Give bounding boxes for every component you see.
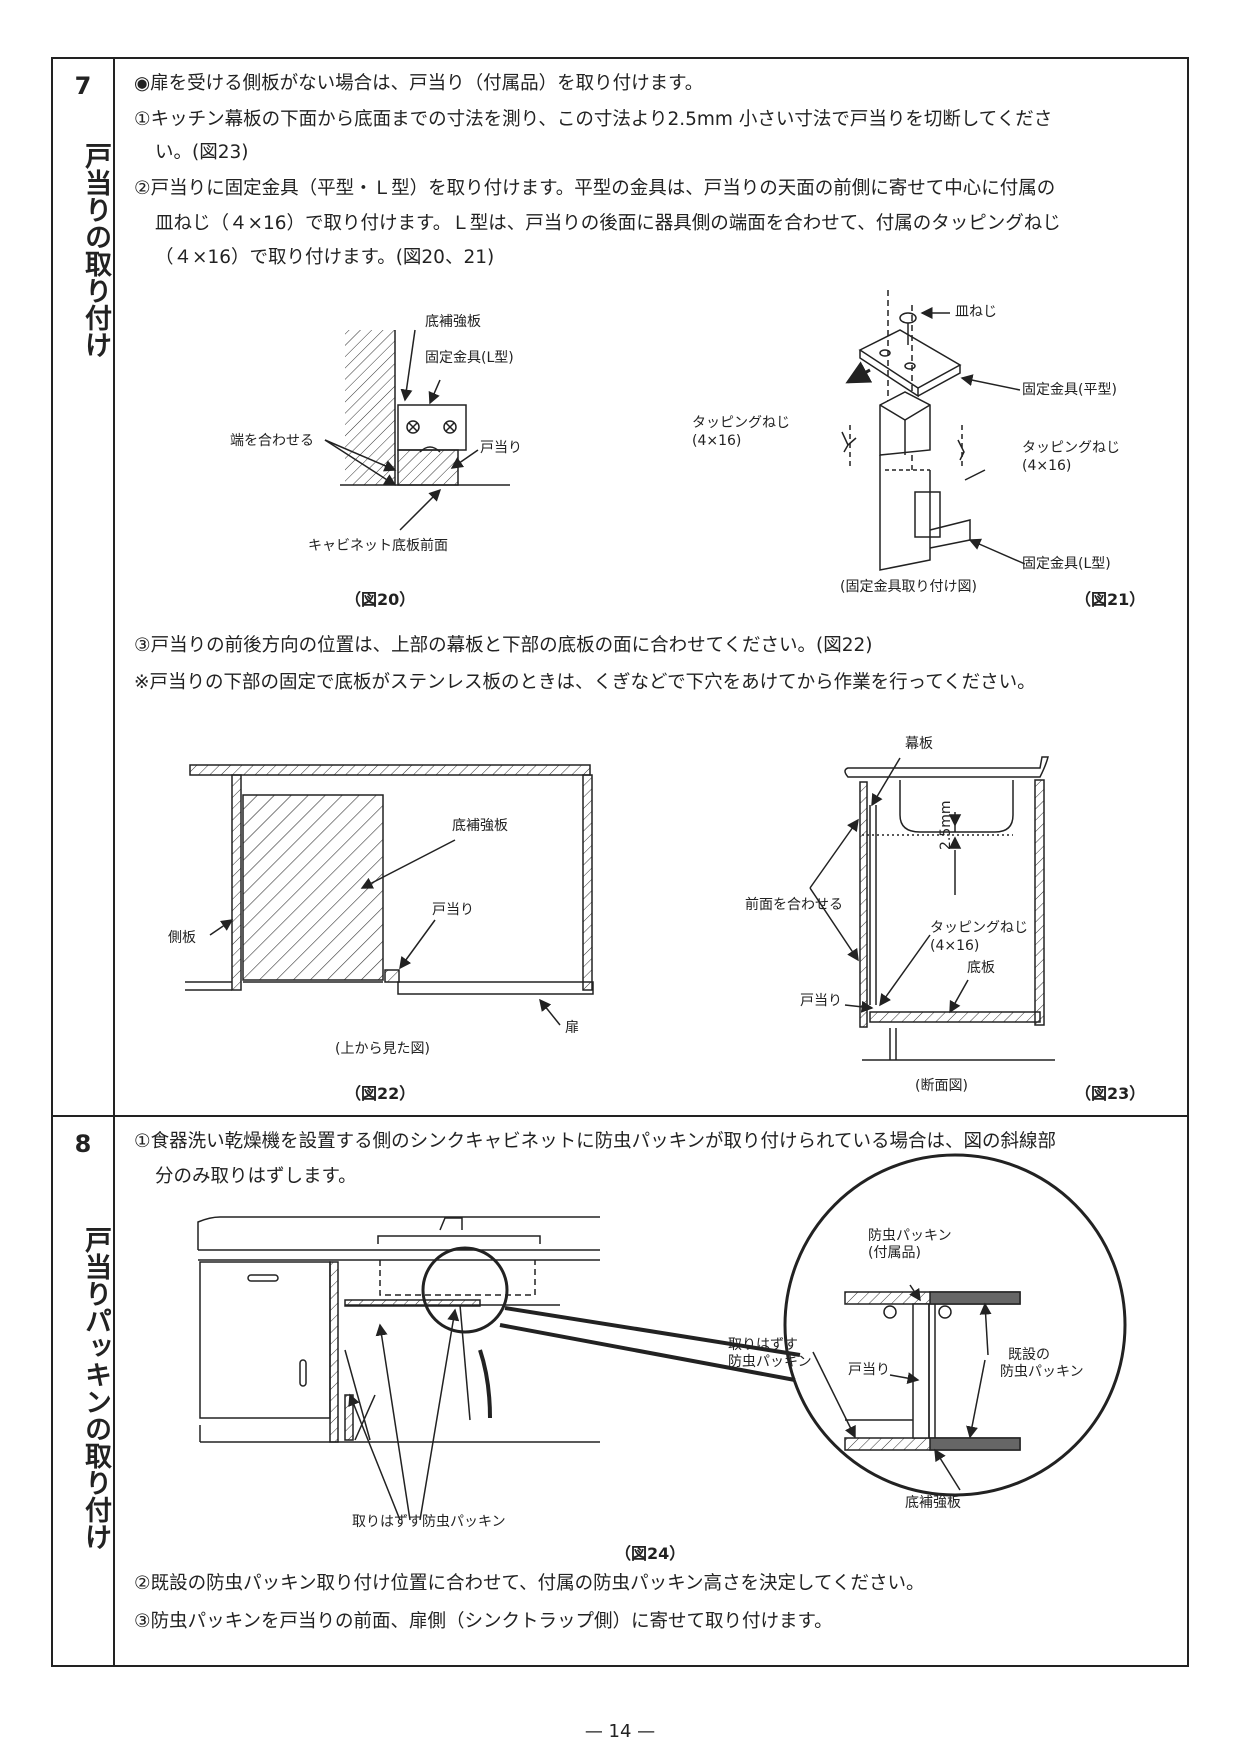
s7-line-4: ②戸当りに固定金具（平型・Ｌ型）を取り付けます。平型の金具は、戸当りの天面の前側…: [134, 178, 1056, 199]
s7-line-2: ①キッチン幕板の下面から底面までの寸法を測り、この寸法より2.5mm 小さい寸法…: [134, 109, 1053, 130]
fig21-label-hira: 固定金具(平型): [1022, 382, 1117, 398]
s7-line-3: い。(図23): [155, 142, 249, 163]
fig24-label-packing-2: (付属品): [868, 1245, 921, 1261]
fig24-caption: （図24）: [615, 1544, 686, 1563]
fig24-label-kisetsu-2: 防虫パッキン: [1000, 1364, 1084, 1380]
fig23-label-tap: タッピングねじ: [930, 920, 1028, 936]
figure-21: [841, 290, 1026, 571]
s7-line-1: ◉扉を受ける側板がない場合は、戸当り（付属品）を取り付けます。: [134, 73, 704, 94]
fig20-label-cabinet: キャビネット底板前面: [308, 538, 448, 554]
fig20-label-toatari: 戸当り: [480, 440, 522, 456]
s8-line-1: ①食器洗い乾燥機を設置する側のシンクキャビネットに防虫パッキンが取り付けられてい…: [134, 1131, 1056, 1152]
fig21-label-tap-left: タッピングねじ: [692, 415, 790, 431]
fig21-label-tap-right-size: (4×16): [1022, 458, 1072, 474]
fig21-label-sara: 皿ねじ: [955, 304, 997, 320]
section-7-number: 7: [74, 72, 92, 100]
section-divider: [51, 1115, 1189, 1117]
figure-20: [324, 329, 510, 531]
fig24-label-remove: 取りはずす防虫パッキン: [352, 1514, 506, 1530]
fig24-label-toatari: 戸当り: [848, 1362, 890, 1378]
fig21-caption: （図21）: [1075, 590, 1146, 609]
fig23-label-zenmen: 前面を合わせる: [745, 897, 843, 913]
s7-line-6: （４×16）で取り付けます。(図20、21): [155, 247, 495, 268]
fig20-label-hashi: 端を合わせる: [230, 433, 314, 449]
fig23-label-makuita: 幕板: [905, 736, 933, 752]
fig24-label-soko: 底補強板: [905, 1495, 961, 1511]
s7-line-8: ※戸当りの下部の固定で底板がステンレス板のときは、くぎなどで下穴をあけてから作業…: [134, 672, 1036, 693]
fig22-caption: （図22）: [345, 1084, 416, 1103]
section-8-number: 8: [74, 1130, 92, 1158]
fig21-label-tap-right: タッピングねじ: [1022, 440, 1120, 456]
fig20-caption: （図20）: [345, 590, 416, 609]
s8-line-3: ②既設の防虫パッキン取り付け位置に合わせて、付属の防虫パッキン高さを決定してくだ…: [134, 1573, 925, 1594]
fig23-label-toatari: 戸当り: [800, 993, 842, 1009]
fig20-label-soko: 底補強板: [425, 314, 481, 330]
fig22-label-tobira: 扉: [565, 1020, 579, 1036]
fig24-label-torihazusu-1: 取りはずす: [728, 1337, 798, 1353]
fig20-label-kanagu: 固定金具(L型): [425, 350, 514, 366]
section-7-title: 戸当りの取り付け: [80, 142, 111, 358]
fig23-caption: （図23）: [1075, 1084, 1146, 1103]
figure-22: [185, 764, 594, 1026]
fig21-label-l: 固定金具(L型): [1022, 556, 1111, 572]
fig23-label-sokoita: 底板: [967, 960, 995, 976]
fig24-label-torihazusu-2: 防虫パッキン: [728, 1354, 812, 1370]
figure-23: [809, 756, 1055, 1061]
fig24-label-kisetsu-1: 既設の: [1008, 1347, 1050, 1363]
s8-line-2: 分のみ取りはずします。: [155, 1166, 357, 1187]
fig23-label-dim: 2.5mm: [938, 800, 954, 850]
fig22-subcaption: (上から見た図): [335, 1041, 430, 1057]
page-frame: [51, 57, 1189, 1667]
figure-24: [197, 1153, 1127, 1521]
fig22-label-toatari: 戸当り: [432, 902, 474, 918]
s8-line-4: ③防虫パッキンを戸当りの前面、扉側（シンクトラップ側）に寄せて取り付けます。: [134, 1611, 833, 1632]
column-divider: [113, 57, 115, 1667]
section-8-title: 戸当りパッキンの取り付け: [80, 1226, 111, 1550]
fig21-label-tap-left-size: (4×16): [692, 433, 742, 449]
page-number: — 14 —: [584, 1721, 656, 1742]
fig23-subcaption: (断面図): [915, 1078, 968, 1094]
fig24-label-packing-1: 防虫パッキン: [868, 1228, 952, 1244]
fig23-label-tap-size: (4×16): [930, 938, 980, 954]
s7-line-5: 皿ねじ（４×16）で取り付けます。Ｌ型は、戸当りの後面に器具側の端面を合わせて、…: [155, 213, 1061, 234]
s7-line-7: ③戸当りの前後方向の位置は、上部の幕板と下部の底板の面に合わせてください。(図2…: [134, 635, 873, 656]
fig22-label-soko: 底補強板: [452, 818, 508, 834]
fig22-label-sokuban: 側板: [168, 930, 196, 946]
fig21-subcaption: (固定金具取り付け図): [840, 579, 977, 595]
